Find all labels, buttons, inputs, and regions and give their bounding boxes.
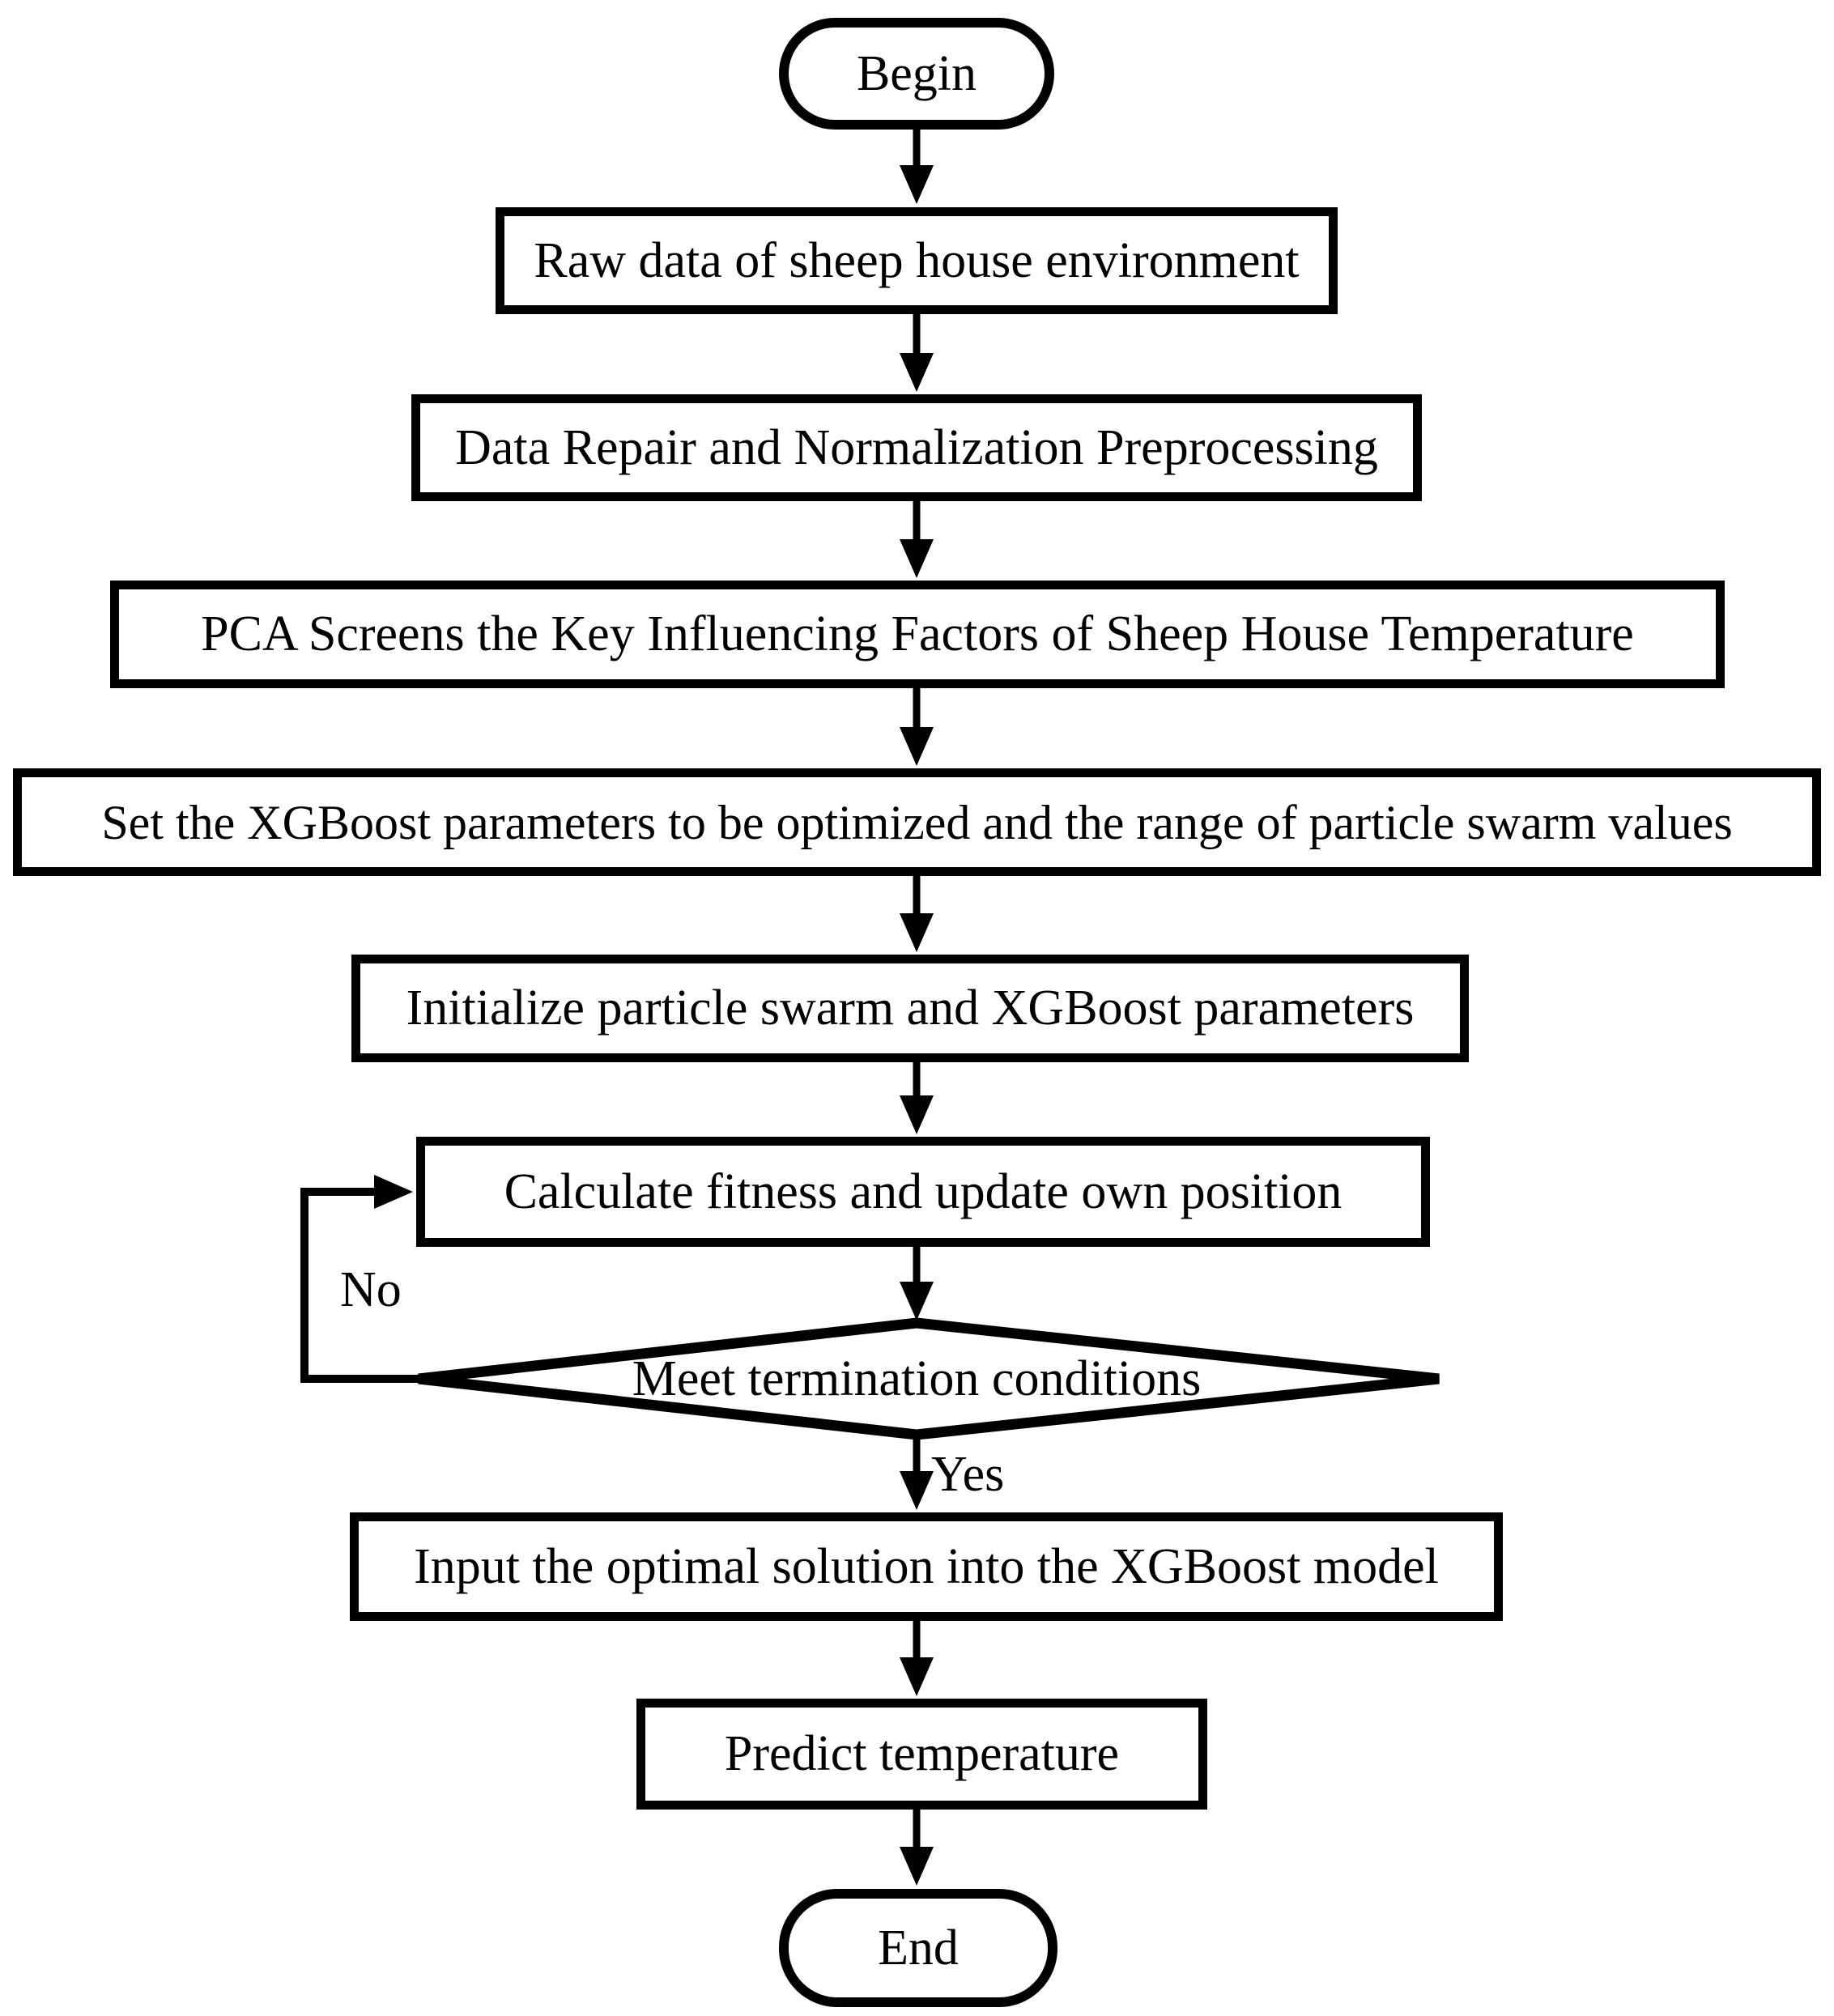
edge-pca-to-set-params	[900, 687, 934, 766]
step-pca-screening: PCA Screens the Key Influencing Factors …	[110, 581, 1725, 688]
edge-initialize-to-fitness	[900, 1061, 934, 1134]
step-calculate-fitness: Calculate fitness and update own positio…	[416, 1137, 1430, 1247]
edge-decision-yes-to-input-optimal	[900, 1433, 934, 1510]
edge-label-no: No	[340, 1262, 402, 1317]
step-set-xgboost-parameters: Set the XGBoost parameters to be optimiz…	[13, 768, 1821, 876]
edge-predict-to-end	[900, 1808, 934, 1886]
step-input-optimal-solution: Input the optimal solution into the XGBo…	[350, 1512, 1503, 1621]
step-initialize-swarm: Initialize particle swarm and XGBoost pa…	[351, 955, 1469, 1062]
step-preprocess: Data Repair and Normalization Preprocess…	[411, 394, 1422, 501]
decision-termination-conditions: Meet termination conditions	[632, 1350, 1202, 1406]
edge-fitness-to-decision	[900, 1245, 934, 1321]
end-terminator: End	[779, 1889, 1057, 2007]
step-predict-temperature: Predict temperature	[636, 1699, 1207, 1810]
decision-diamond-shape	[418, 1317, 1440, 1440]
edge-raw-data-to-preprocess	[900, 313, 934, 392]
edge-decision-no-loop-to-fitness	[300, 1175, 421, 1383]
edge-set-params-to-initialize	[900, 874, 934, 952]
edge-preprocess-to-pca	[900, 500, 934, 578]
begin-terminator: Begin	[779, 18, 1054, 130]
edge-input-optimal-to-predict	[900, 1619, 934, 1696]
edge-begin-to-raw-data	[900, 130, 934, 204]
edge-label-yes: Yes	[931, 1447, 1005, 1502]
step-raw-data: Raw data of sheep house environment	[496, 207, 1338, 314]
